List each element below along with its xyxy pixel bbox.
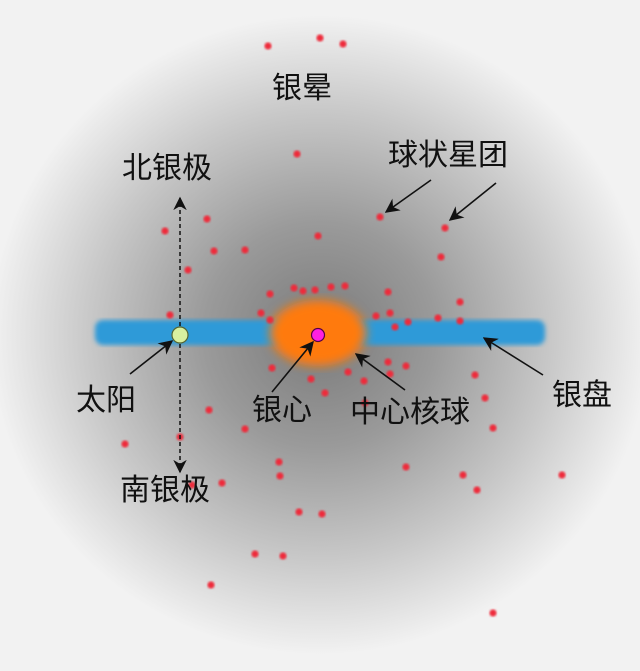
- globular-cluster-dot: [384, 358, 392, 366]
- bulge-arrow: [354, 353, 406, 391]
- globular-cluster-dot: [339, 40, 347, 48]
- globular-cluster-dot: [434, 314, 442, 322]
- globular-cluster-dot: [341, 282, 349, 290]
- label-galactic-center: 银心: [252, 393, 312, 428]
- label-disk: 银盘: [552, 378, 612, 413]
- globular-cluster-dot: [205, 406, 213, 414]
- label-south-pole: 南银极: [120, 473, 210, 508]
- globular-cluster-dot: [251, 550, 259, 558]
- cluster-arrow-1: [384, 179, 432, 213]
- globular-cluster-dot: [293, 150, 301, 158]
- galactic-center-marker: [310, 327, 326, 343]
- globular-cluster-dot: [207, 581, 215, 589]
- globular-cluster-dot: [386, 370, 394, 378]
- globular-cluster-dot: [318, 510, 326, 518]
- sun-arrow: [129, 340, 174, 375]
- globular-cluster-dot: [161, 227, 169, 235]
- globular-cluster-dot: [489, 609, 497, 617]
- label-north-pole: 北银极: [122, 151, 212, 186]
- globular-cluster-dot: [275, 458, 283, 466]
- globular-cluster-dot: [316, 34, 324, 42]
- globular-cluster-dot: [276, 472, 284, 480]
- globular-cluster-dot: [241, 425, 249, 433]
- globular-cluster-dot: [311, 286, 319, 294]
- globular-cluster-dot: [188, 481, 196, 489]
- globular-cluster-dot: [404, 318, 412, 326]
- disk-arrow: [482, 337, 544, 376]
- globular-cluster-dot: [471, 371, 479, 379]
- cluster-arrow-2: [448, 182, 497, 221]
- globular-cluster-dot: [473, 486, 481, 494]
- globular-cluster-dot: [290, 284, 298, 292]
- globular-cluster-dot: [279, 552, 287, 560]
- label-halo: 银晕: [272, 71, 332, 106]
- label-globular-clusters: 球状星团: [388, 138, 508, 173]
- globular-cluster-dot: [241, 246, 249, 254]
- sun-marker: [171, 326, 189, 344]
- globular-cluster-dot: [307, 375, 315, 383]
- globular-cluster-dot: [344, 368, 352, 376]
- globular-cluster-dot: [166, 311, 174, 319]
- label-central-bulge: 中心核球: [350, 395, 470, 430]
- globular-cluster-dot: [384, 288, 392, 296]
- globular-cluster-dot: [268, 364, 276, 372]
- globular-cluster-dot: [402, 463, 410, 471]
- globular-cluster-dot: [295, 508, 303, 516]
- globular-cluster-dot: [402, 362, 410, 370]
- globular-cluster-dot: [481, 394, 489, 402]
- globular-cluster-dot: [489, 424, 497, 432]
- globular-cluster-dot: [218, 479, 226, 487]
- globular-cluster-dot: [327, 283, 335, 291]
- label-sun: 太阳: [76, 383, 136, 418]
- globular-cluster-dot: [391, 323, 399, 331]
- globular-cluster-dot: [257, 309, 265, 317]
- globular-cluster-dots: [121, 34, 566, 617]
- globular-cluster-dot: [456, 298, 464, 306]
- globular-cluster-dot: [314, 232, 322, 240]
- globular-cluster-dot: [361, 399, 369, 407]
- globular-cluster-dot: [184, 266, 192, 274]
- globular-cluster-dot: [266, 290, 274, 298]
- globular-cluster-dot: [203, 215, 211, 223]
- globular-cluster-dot: [437, 253, 445, 261]
- globular-cluster-dot: [376, 213, 384, 221]
- globular-cluster-dot: [360, 377, 368, 385]
- globular-cluster-dot: [299, 287, 307, 295]
- globular-cluster-dot: [441, 224, 449, 232]
- globular-cluster-dot: [386, 309, 394, 317]
- globular-cluster-dot: [372, 312, 380, 320]
- globular-cluster-dot: [264, 42, 272, 50]
- center-arrow: [271, 340, 314, 393]
- globular-cluster-dot: [459, 471, 467, 479]
- globular-cluster-dot: [266, 316, 274, 324]
- globular-cluster-dot: [321, 389, 329, 397]
- globular-cluster-dot: [456, 317, 464, 325]
- globular-cluster-dot: [121, 440, 129, 448]
- globular-cluster-dot: [210, 247, 218, 255]
- globular-cluster-dot: [558, 471, 566, 479]
